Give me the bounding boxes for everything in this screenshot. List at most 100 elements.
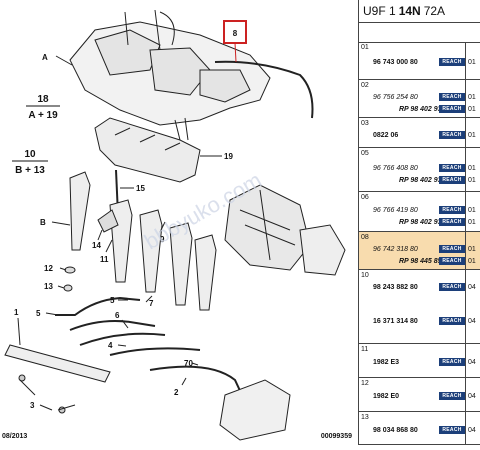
label-B: B xyxy=(40,218,46,227)
clamp-14 xyxy=(97,209,119,233)
label-A: A xyxy=(42,53,48,62)
quantity: 04 xyxy=(468,426,476,434)
header-gap xyxy=(359,23,480,43)
bolt-3 xyxy=(19,379,76,411)
footer-ref: 00099359 xyxy=(321,433,352,440)
rail-bolt xyxy=(18,374,26,382)
diagram-svg: 8 A B 18 A + 19 10 B + 13 19 15 14 11 9 … xyxy=(2,9,352,441)
reach-badge: REACH xyxy=(439,206,465,215)
washer-12 xyxy=(64,266,76,274)
qty-divider xyxy=(465,42,466,79)
label-14: 14 xyxy=(92,241,101,250)
quantity: 01 xyxy=(468,164,476,172)
reach-badge: REACH xyxy=(439,425,465,434)
leader-11 xyxy=(105,239,113,253)
label-5a: 5 xyxy=(36,309,41,318)
reach-badge: REACH xyxy=(439,58,465,67)
part-number: 1982 E3 xyxy=(373,359,400,367)
exploded-diagram: 8 A B 18 A + 19 10 B + 13 19 15 14 11 9 … xyxy=(2,9,352,441)
replacement-part-number: RP 98 402 934 80 xyxy=(399,106,456,114)
label-15: 15 xyxy=(136,184,145,193)
label-12: 12 xyxy=(44,264,53,273)
leader-4 xyxy=(117,344,127,347)
leader-8 xyxy=(234,42,237,63)
fuel-rail-1 xyxy=(4,344,111,383)
part-number: 1982 E0 xyxy=(373,393,400,401)
label-1: 1 xyxy=(14,308,19,317)
qty-divider xyxy=(465,192,466,231)
quantity: 04 xyxy=(468,359,476,367)
leader-6 xyxy=(121,319,129,329)
hp-line-5 xyxy=(55,296,141,316)
leader-13 xyxy=(57,285,65,289)
leader-7 xyxy=(145,295,153,303)
reach-badge: REACH xyxy=(439,105,465,114)
reach-badge: REACH xyxy=(439,130,465,139)
part-number: 96 766 419 80 xyxy=(373,207,418,215)
pump-right xyxy=(299,224,346,276)
quantity: 04 xyxy=(468,284,476,291)
injector-3 xyxy=(139,209,163,293)
quantity: 01 xyxy=(468,94,476,102)
fraction-B13: B + 13 xyxy=(15,165,45,176)
manifold-runner-3 xyxy=(199,69,251,103)
row-number: 12 xyxy=(361,380,369,387)
part-number: 0822 06 xyxy=(373,131,399,139)
washer-13 xyxy=(63,284,73,292)
label-5b: 5 xyxy=(110,296,115,305)
leader-9 xyxy=(159,221,166,233)
pump-body xyxy=(219,379,291,441)
quantity: 01 xyxy=(468,59,476,67)
reach-badge: REACH xyxy=(439,163,465,172)
engine-block xyxy=(224,184,311,271)
leader-1 xyxy=(17,317,21,346)
quantity: 01 xyxy=(468,258,476,266)
label-9: 9 xyxy=(160,235,165,244)
title-prefix: U9F 1 xyxy=(363,4,396,18)
fuel-rail-19 xyxy=(94,117,201,183)
leader-5a xyxy=(45,312,59,316)
label-11: 11 xyxy=(100,255,109,264)
quantity: 01 xyxy=(468,176,476,184)
part-number: 98 034 868 80 xyxy=(373,426,418,434)
reach-badge: REACH xyxy=(439,392,465,401)
reach-badge: REACH xyxy=(439,358,465,367)
replacement-part-number: RP 98 445 855 80 xyxy=(399,258,456,266)
part-number: 98 243 882 80 xyxy=(373,284,418,291)
part-number: 96 743 000 80 xyxy=(373,59,418,67)
part-number: 96 756 254 80 xyxy=(373,94,418,102)
leader-70 xyxy=(191,362,199,366)
reach-badge: REACH xyxy=(439,283,465,291)
reach-badge: REACH xyxy=(439,93,465,102)
qty-divider xyxy=(465,412,466,444)
row-number: 03 xyxy=(361,120,369,127)
qty-divider xyxy=(465,148,466,191)
replacement-part-number: RP 98 402 935 80 xyxy=(399,219,456,227)
row-number: 10 xyxy=(361,272,369,279)
qty-divider xyxy=(465,232,466,269)
quantity: 01 xyxy=(468,246,476,254)
quantity: 01 xyxy=(468,106,476,114)
hp-line-6 xyxy=(69,320,156,331)
quantity: 01 xyxy=(468,207,476,215)
leader-12 xyxy=(59,267,67,271)
fraction-10: 10 xyxy=(24,149,36,160)
leader-A xyxy=(55,55,73,66)
row-number: 06 xyxy=(361,194,369,201)
label-19: 19 xyxy=(224,152,233,161)
reach-badge: REACH xyxy=(439,317,465,325)
row-number: 05 xyxy=(361,150,369,157)
breather-pipe xyxy=(214,60,314,119)
pipe-70 xyxy=(149,365,243,396)
reach-badge: REACH xyxy=(439,175,465,184)
